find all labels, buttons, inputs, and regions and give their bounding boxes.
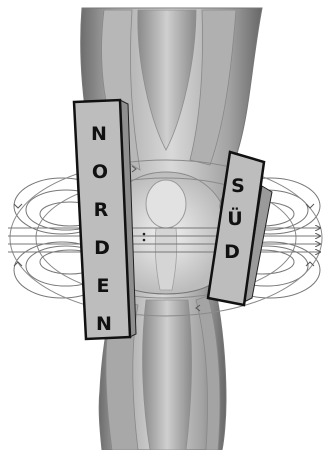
patellar-tendon <box>155 228 177 290</box>
south-magnet-letter-1: S <box>231 175 245 197</box>
shin-muscle <box>143 300 192 450</box>
south-magnet-letter-2: Ü <box>227 206 242 230</box>
south-magnet-letter-3: D <box>224 241 240 263</box>
center-dot-upper <box>143 233 146 236</box>
north-magnet-letter-4: D <box>94 237 110 259</box>
north-magnet-letter-6: N <box>96 313 112 335</box>
north-magnet-letter-1: N <box>91 123 107 145</box>
center-dot-lower <box>143 239 146 242</box>
north-magnet-letter-5: E <box>97 275 110 297</box>
north-magnet-letter-3: R <box>94 199 109 221</box>
north-magnet-letter-2: O <box>92 161 108 183</box>
patella <box>146 180 186 228</box>
